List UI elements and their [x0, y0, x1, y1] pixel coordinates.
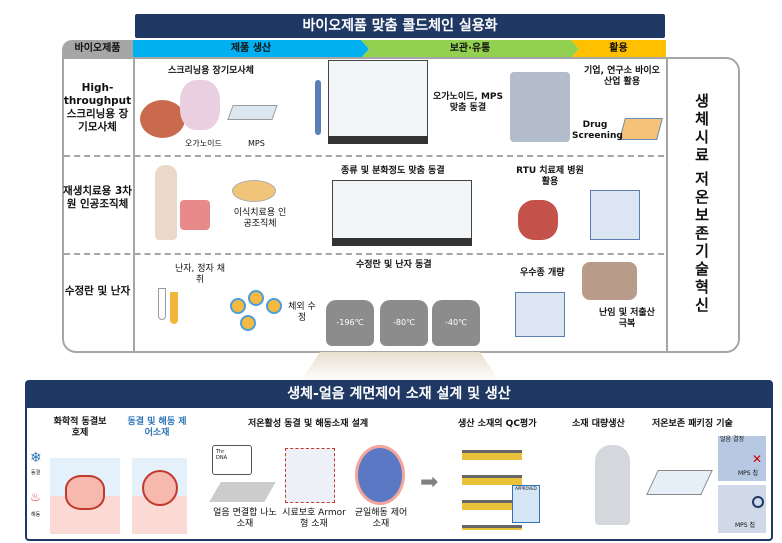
mps-label: MPS	[248, 139, 265, 148]
cryo-tank-80: -80℃	[380, 300, 428, 346]
cell-icon	[65, 475, 105, 510]
stage-use: 활용	[571, 40, 666, 58]
test-tube-icon	[158, 288, 166, 320]
row-label-organoid: High-throughput 스크리닝용 장기모사체	[63, 82, 132, 134]
row-label-tissue: 재생치료용 3차원 인공조직체	[63, 185, 132, 211]
row-label-embryo: 수정란 및 난자	[64, 285, 131, 297]
ice-crystal-label: 얼음 결정	[720, 436, 744, 443]
storage-text: 오가노이드, MPS 맞춤 동결	[433, 92, 503, 114]
cryo-tank-40: -40℃	[432, 300, 480, 346]
cattle-illustration	[582, 262, 637, 300]
thermometer-icon	[315, 80, 321, 135]
qc-title: 생산 소재의 QC평가	[458, 419, 537, 429]
column-divider	[133, 57, 135, 353]
nanomaterial-label: 얼음 면결합 나노소재	[213, 508, 277, 530]
circle-mark-icon	[752, 496, 764, 508]
armor-label: 시료보호 Armor형 소재	[282, 508, 346, 530]
no-ice-panel	[718, 485, 766, 533]
heart-illustration	[518, 200, 558, 240]
bottom-title: 생체-얼음 계면제어 소재 설계 및 생산	[26, 381, 772, 408]
human-figure-illustration	[155, 165, 177, 240]
organoid-label: 오가노이드	[185, 139, 222, 148]
cells-illustration	[180, 200, 210, 230]
infertility-label: 난임 및 저출산 극복	[599, 308, 655, 330]
freeze-label: 동결	[31, 470, 41, 476]
organoid-illustration	[180, 80, 220, 130]
row-divider	[64, 253, 664, 255]
snowflake-icon: ❄	[30, 450, 42, 466]
approved-clipboard: APPROVED	[512, 485, 540, 523]
freezer-illustration	[328, 60, 428, 138]
mps-chip-label: MPS 칩	[735, 522, 756, 529]
nanomaterial-surface	[209, 482, 276, 502]
embryo-cell	[248, 290, 264, 306]
stage-storage-distribution: 보관·유통	[361, 40, 579, 58]
row-divider	[64, 155, 664, 157]
heat-icon: ♨	[30, 490, 41, 504]
cell-icon	[142, 470, 178, 506]
production-title: 스크리닝용 장기모사체	[168, 66, 254, 76]
mps-chip-label: MPS 칩	[738, 470, 759, 477]
chemical-cryoprotectant-title: 화학적 동결보호제	[53, 417, 107, 439]
cryo-tank-196: -196℃	[326, 300, 374, 346]
use-title: RTU 치료제 병원 활용	[516, 166, 584, 188]
funnel-connector	[300, 352, 500, 382]
collection-label: 난자, 정자 채취	[175, 264, 225, 286]
uniform-thaw-illustration	[355, 445, 405, 505]
storage-text: 수정란 및 난자 동결	[356, 260, 432, 270]
storage-text: 종류 및 분화정도 맞춤 동결	[341, 166, 445, 176]
well-plate-illustration	[619, 118, 663, 140]
embryo-cell	[266, 298, 282, 314]
mps-chip-illustration	[227, 105, 278, 120]
approved-stamp: APPROVED	[515, 486, 537, 491]
drug-screening-label: Drug Screening	[572, 120, 623, 142]
page-title-banner: 바이오제품 맞춤 콜드체인 실용화	[135, 14, 665, 38]
ivf-label: 체외 수정	[288, 302, 316, 324]
freezer-illustration	[332, 180, 472, 240]
packaging-title: 저온보존 패키징 기술	[652, 419, 733, 429]
stage-production: 제품 생산	[133, 40, 369, 58]
pallet	[332, 238, 472, 246]
implant-tissue-label: 이식치료용 인공조직체	[233, 208, 287, 230]
thr-label: Thr	[216, 449, 225, 455]
pallet	[328, 136, 428, 144]
lab-illustration	[510, 72, 570, 142]
hospital-illustration	[515, 292, 565, 337]
x-mark-icon: ✕	[752, 452, 763, 466]
ice-crystal-panel	[718, 436, 766, 481]
hospital-illustration	[590, 190, 640, 240]
freeze-thaw-control-title: 동결 및 해동 제어소재	[127, 417, 187, 439]
embryo-cell	[240, 315, 256, 331]
petri-dish-illustration	[232, 180, 276, 202]
use-title: 기업, 연구소 바이오산업 활용	[584, 66, 660, 88]
column-header-bioproduct: 바이오제품	[62, 40, 133, 58]
mps-chip-illustration	[646, 470, 713, 495]
column-divider	[666, 57, 668, 353]
brain-illustration	[140, 100, 185, 138]
reactor-illustration	[595, 445, 630, 525]
material-design-title: 저온활성 동결 및 해동소재 설계	[248, 419, 369, 429]
uniform-thaw-label: 균일해동 제어소재	[354, 508, 408, 530]
test-tube-icon	[170, 292, 178, 324]
dna-label: DNA	[216, 455, 228, 461]
arrow-right-icon: ➡	[420, 470, 439, 495]
armor-lattice-illustration	[285, 448, 335, 503]
mass-production-title: 소재 대량생산	[572, 419, 625, 429]
embryo-cell	[230, 298, 246, 314]
breeding-label: 우수종 개량	[520, 268, 565, 278]
thaw-label: 해동	[31, 512, 41, 518]
